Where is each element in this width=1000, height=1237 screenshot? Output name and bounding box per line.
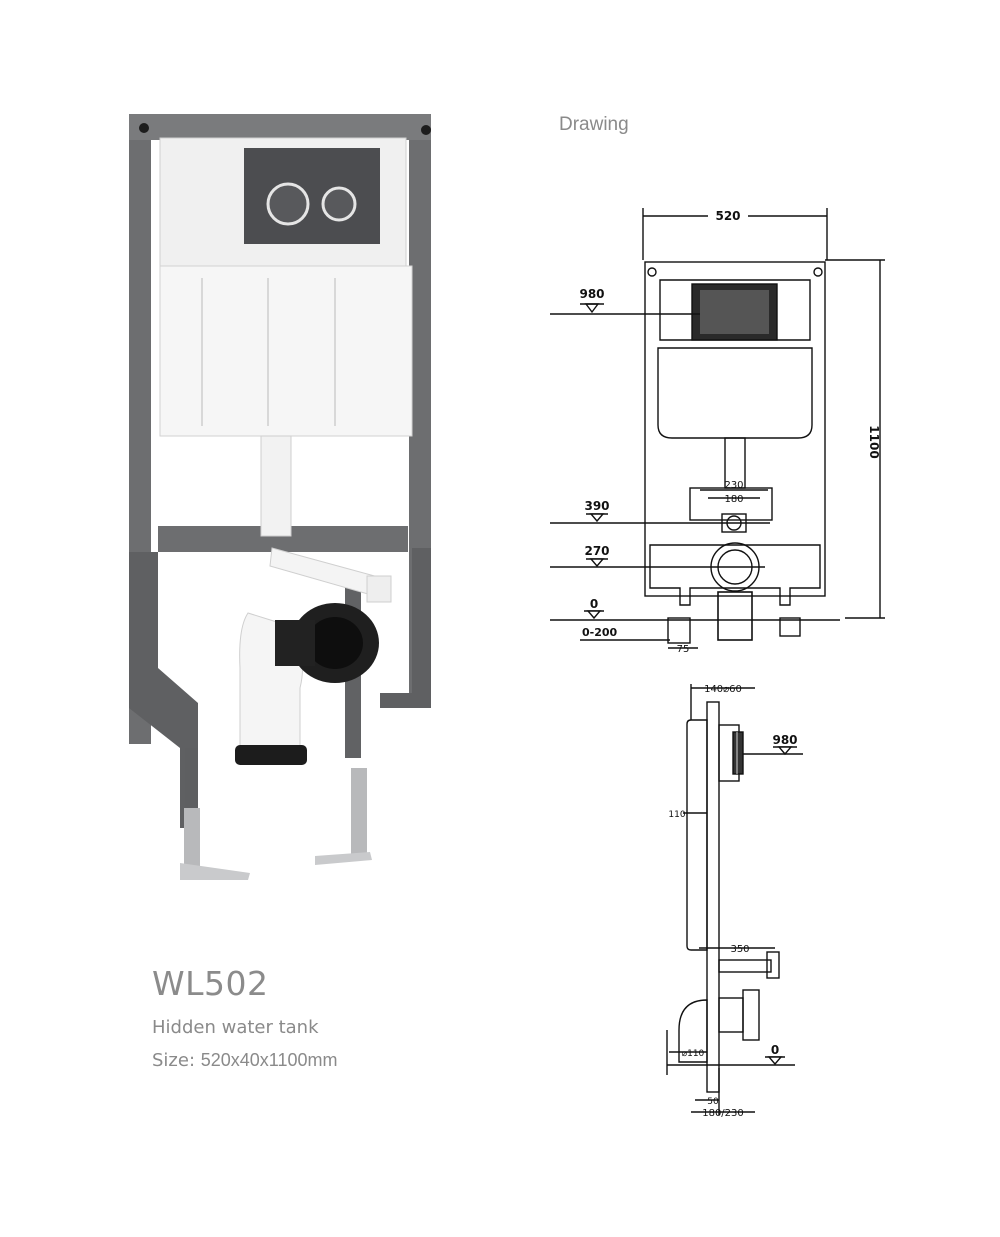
- product-photo: [129, 114, 431, 880]
- product-size: Size: 520x40x1100mm: [152, 1050, 338, 1071]
- dim-180-label: 180: [724, 494, 743, 505]
- dim-110-label: 110: [668, 810, 685, 820]
- side-level-0-label: 0: [771, 1043, 779, 1057]
- frame-right-leg: [351, 768, 367, 858]
- lower-frame-outline: [649, 544, 821, 606]
- side-cistern-outline: [686, 719, 708, 951]
- level-0-label: 0: [590, 597, 598, 611]
- frame-left-leg: [184, 808, 200, 868]
- frame-top-bar: [129, 114, 431, 140]
- dim-350-label: 350: [730, 944, 749, 955]
- cistern-body-outline: [657, 347, 813, 439]
- dim-75-label: 75: [677, 644, 690, 655]
- waste-pipe-seal: [235, 745, 307, 765]
- level-270-label: 270: [584, 544, 609, 558]
- frame-outline: [644, 261, 826, 597]
- flush-button-small: [321, 186, 357, 222]
- product-description: Hidden water tank: [152, 1017, 319, 1038]
- level-390-label: 390: [584, 499, 609, 513]
- frame-left-foot: [180, 863, 250, 880]
- dim-230-label: 230: [724, 480, 743, 491]
- flush-plate: [244, 148, 380, 244]
- inlet-bracket: [689, 487, 773, 521]
- side-view-drawing: 140⌀60 980 110 350 ⌀110 0 50 180/230: [666, 684, 803, 1119]
- front-view-drawing: 520 1100 980 390 270 0 0-200 230 180 75: [550, 208, 885, 655]
- size-label: Size:: [152, 1050, 196, 1071]
- frame-right-foot: [315, 852, 372, 865]
- size-value: 520x40x1100mm: [200, 1050, 338, 1070]
- product-model: WL502: [152, 964, 269, 1003]
- width-dimension-label: 520: [715, 209, 740, 223]
- section-label: Drawing: [559, 114, 629, 135]
- side-waste-pipe: [678, 999, 708, 1063]
- flush-pipe: [260, 435, 292, 537]
- range-0-200-label: 0-200: [582, 626, 618, 639]
- side-level-980-label: 980: [772, 733, 797, 747]
- dim-50-label: 50: [707, 1097, 719, 1107]
- side-frame-outline: [706, 701, 720, 1093]
- side-inlet-pipe: [718, 959, 772, 973]
- cistern-body: [159, 265, 413, 437]
- cistern-top-outline: [659, 279, 811, 341]
- flush-button-large: [266, 182, 310, 226]
- dim-140-60-label: 140⌀60: [704, 684, 742, 695]
- height-dimension-label: 1100: [867, 425, 881, 458]
- level-980-label: 980: [579, 287, 604, 301]
- dim-180-230-label: 180/230: [702, 1108, 744, 1119]
- dim-d110-label: ⌀110: [682, 1049, 705, 1059]
